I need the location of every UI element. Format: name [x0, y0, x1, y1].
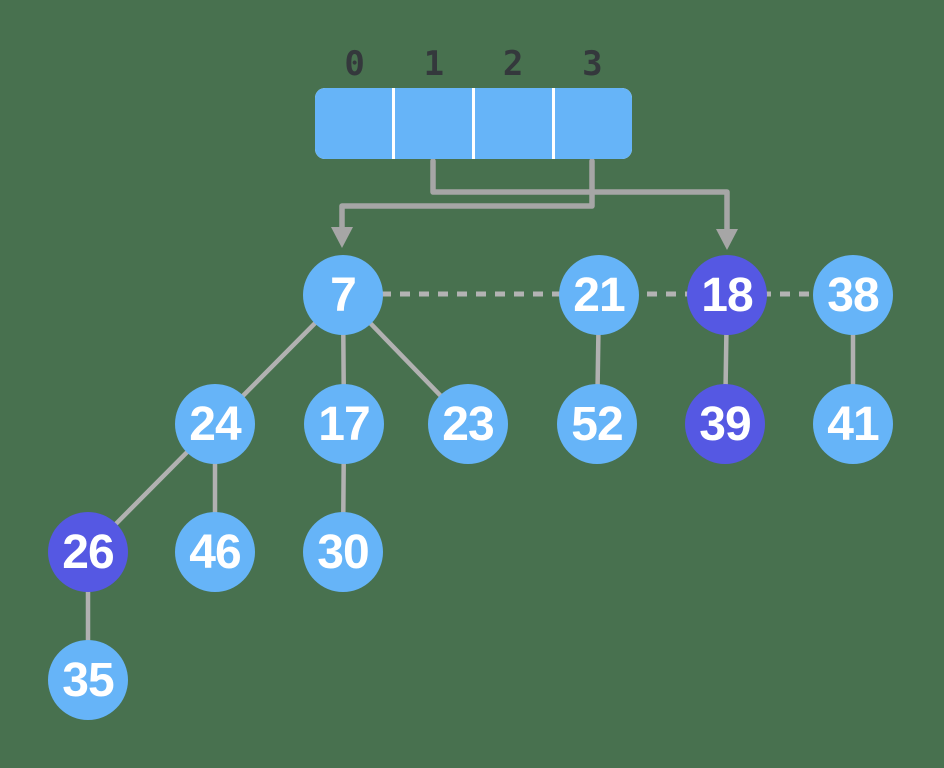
index-label-2: 2	[502, 44, 524, 84]
array-cell-3	[555, 88, 632, 159]
heap-node-24: 24	[175, 384, 255, 464]
heap-node-18: 18	[687, 255, 767, 335]
pointer-line	[430, 158, 730, 234]
array-cell-2	[475, 88, 552, 159]
heap-node-7: 7	[303, 255, 383, 335]
heap-node-21: 21	[559, 255, 639, 335]
array-index-labels: 0 1 2 3	[315, 44, 632, 84]
tree-edges	[85, 292, 856, 683]
heap-node-23: 23	[428, 384, 508, 464]
heap-node-41: 41	[813, 384, 893, 464]
index-label-0: 0	[344, 44, 365, 84]
heap-node-46: 46	[175, 512, 255, 592]
heap-node-30: 30	[303, 512, 383, 592]
array-cell-0	[315, 88, 392, 159]
array-cell-1	[395, 88, 472, 159]
heap-node-17: 17	[304, 384, 384, 464]
heap-node-26: 26	[48, 512, 128, 592]
pointer-index3-to-node7	[331, 158, 595, 248]
index-label-3: 3	[582, 44, 603, 84]
heap-node-35: 35	[48, 640, 128, 720]
pointer-index1-to-node18	[430, 158, 738, 250]
arrowhead-down-icon	[716, 229, 738, 250]
heap-node-39: 39	[685, 384, 765, 464]
arrowhead-down-icon	[331, 227, 353, 248]
degree-bucket-array	[315, 88, 632, 159]
pointer-line	[339, 158, 595, 232]
heap-node-52: 52	[557, 384, 637, 464]
index-label-1: 1	[423, 44, 445, 84]
heap-node-38: 38	[813, 255, 893, 335]
